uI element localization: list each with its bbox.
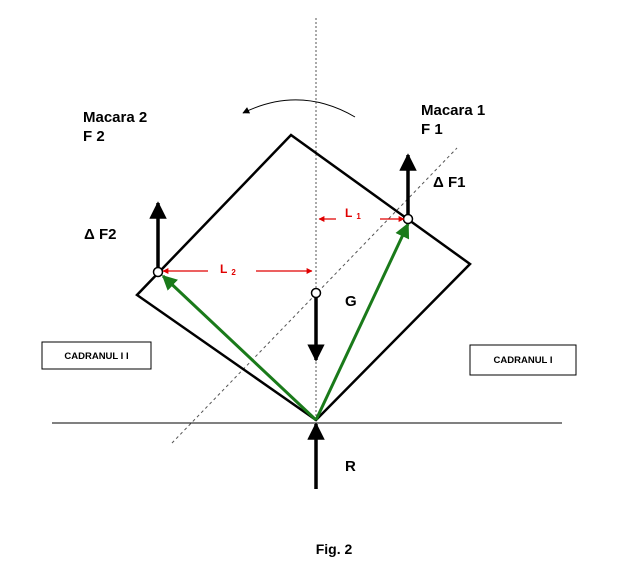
- delta-f1-label: Δ F1: [433, 174, 465, 191]
- attach-point-crane1: [402, 213, 414, 225]
- center-of-gravity: [310, 287, 322, 299]
- crane1-force: F 1: [421, 121, 443, 138]
- reaction-label: R: [345, 458, 356, 475]
- figure-caption: Fig. 2: [316, 541, 353, 557]
- position-vector-crane2: [161, 274, 318, 422]
- crane1-name: Macara 1: [421, 102, 485, 119]
- rotation-arrow: [242, 99, 356, 118]
- quadrant-2-box: [41, 341, 152, 370]
- delta-f2-label: Δ F2: [84, 226, 116, 243]
- position-vector-crane1: [314, 222, 410, 421]
- crane2-name: Macara 2: [83, 109, 147, 126]
- crane2-force: F 2: [83, 128, 105, 145]
- gravity-label: G: [345, 293, 357, 310]
- quadrant-1-label: CADRANUL I: [494, 355, 553, 366]
- tilted-body: [135, 133, 472, 422]
- quadrant-2-label: CADRANUL I I: [64, 351, 128, 362]
- attach-point-crane2: [152, 266, 164, 278]
- quadrant-1-box: [469, 344, 577, 376]
